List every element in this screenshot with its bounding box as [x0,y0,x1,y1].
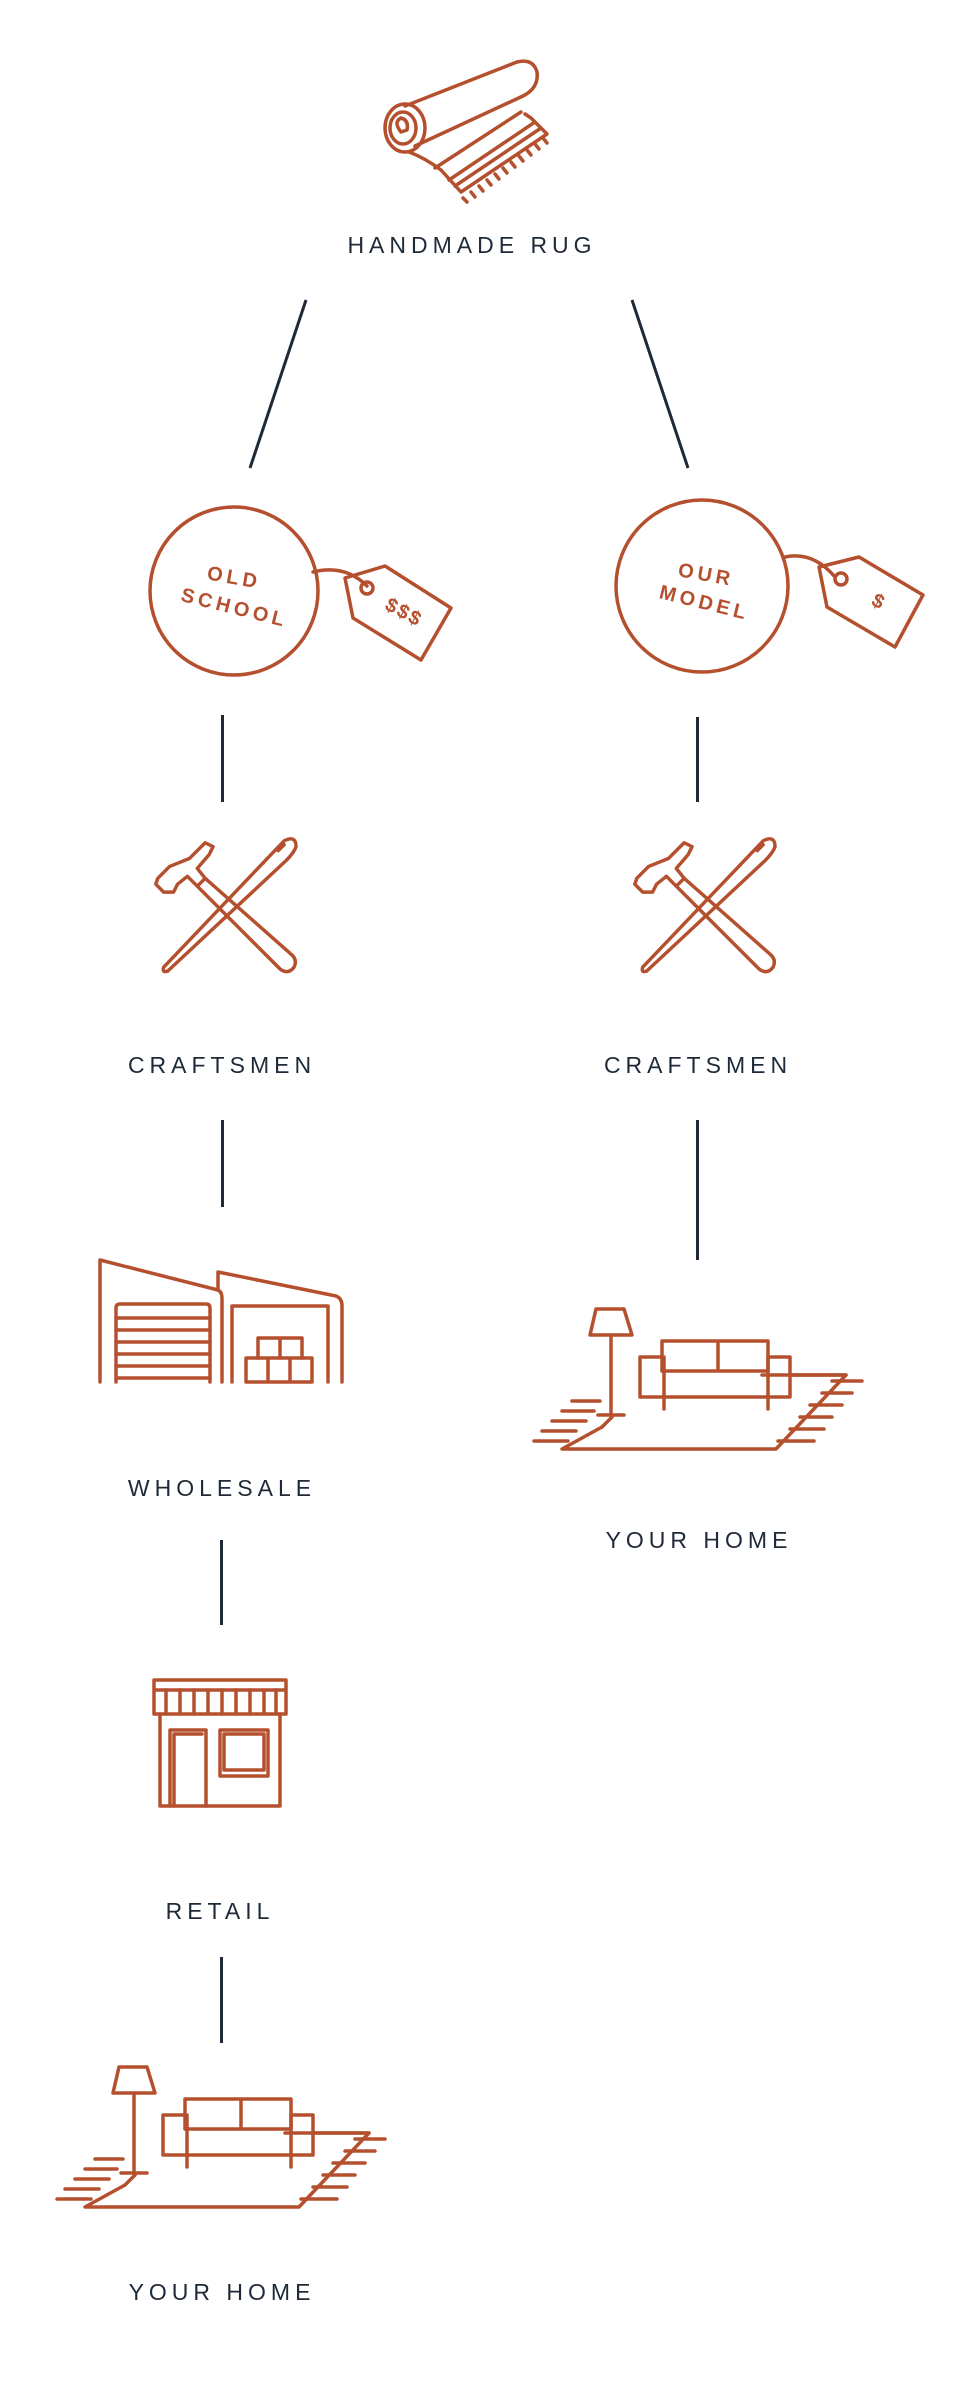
step-label: WHOLESALE [127,1475,317,1501]
step-label: RETAIL [165,1898,275,1924]
step-label: YOUR HOME [605,1527,793,1553]
price-tag-text: $ [868,589,888,614]
warehouse-icon [98,1258,344,1384]
hammer-needle-icon [140,826,298,976]
top-label: HANDMADE RUG [347,232,597,258]
hammer-needle-icon [619,826,777,976]
badge-line2: MODEL [657,581,752,625]
connector [220,1540,223,1625]
branch-connectors [248,299,690,469]
price-tag-text: $$$ [381,594,426,632]
connector [221,715,224,802]
badge-line2: SCHOOL [179,584,291,632]
step-label: YOUR HOME [128,2279,316,2305]
living-room-icon [55,2062,389,2210]
connector [696,1120,699,1260]
storefront-icon [152,1678,288,1808]
step-label: CRAFTSMEN [127,1052,317,1078]
step-label: CRAFTSMEN [603,1052,793,1078]
rolled-rug-icon [383,59,549,204]
connector [221,1120,224,1207]
connector [696,717,699,802]
old-school-badge: OLD SCHOOL $$$ [148,505,453,677]
connector [220,1957,223,2043]
our-model-badge: OUR MODEL $ [614,498,925,674]
living-room-icon [532,1304,866,1452]
badge-line1: OLD [205,563,262,594]
